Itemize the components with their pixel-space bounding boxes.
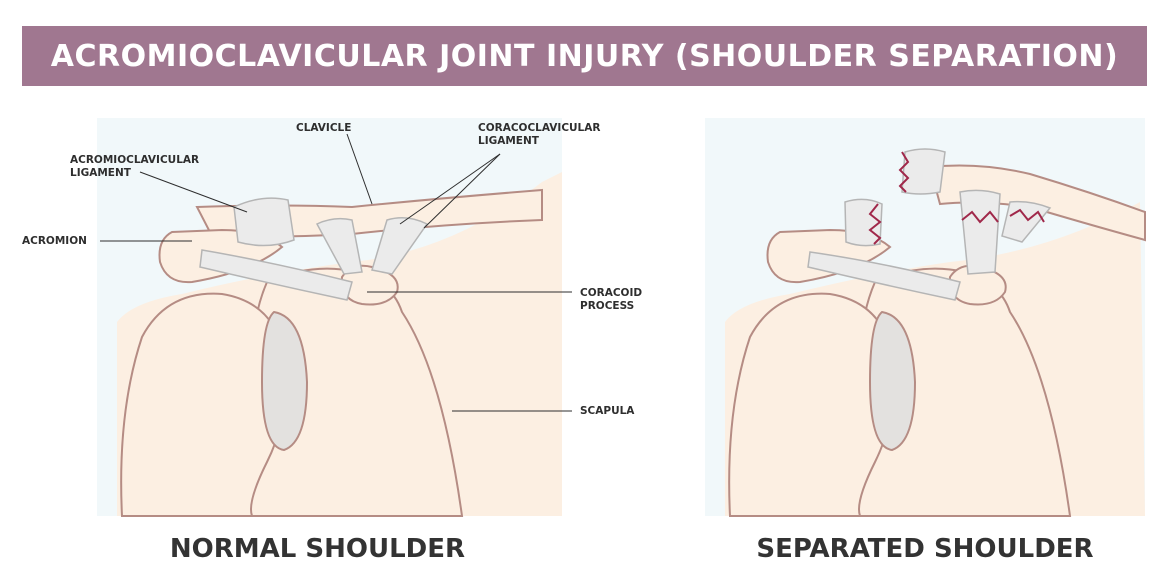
- glenoid-cartilage: [868, 310, 917, 452]
- label-scapula: SCAPULA: [580, 405, 635, 417]
- glenoid-cartilage: [260, 310, 309, 452]
- label-acromioclavicular-line2: LIGAMENT: [70, 167, 131, 179]
- label-clavicle: CLAVICLE: [296, 122, 352, 134]
- label-acromion: ACROMION: [22, 235, 87, 247]
- tear-mark-upper: [898, 151, 910, 193]
- humerus-bone: [728, 292, 895, 517]
- acromioclavicular-ligament: [233, 197, 295, 247]
- caption-separated-shoulder: SEPARATED SHOULDER: [756, 534, 1094, 564]
- separated-shoulder-panel: [650, 112, 1150, 518]
- label-coracoid-line1: CORACOID: [580, 287, 643, 299]
- normal-shoulder-panel: [22, 112, 582, 518]
- separated-shoulder-illustration: [705, 118, 1146, 517]
- humerus-bone: [120, 292, 287, 517]
- page-title: ACROMIOCLAVICULAR JOINT INJURY (SHOULDER…: [50, 38, 1119, 74]
- tear-mark-cc-b: [1009, 208, 1045, 223]
- tear-mark-ac: [868, 203, 882, 245]
- leader-clavicle: [346, 133, 373, 205]
- clavicle-bone: [928, 164, 1146, 242]
- label-coracoid-line2: PROCESS: [580, 300, 635, 312]
- coracoacromial-ligament: [199, 249, 353, 301]
- leader-cc-ligament-a: [399, 153, 501, 225]
- coracoacromial-ligament: [807, 251, 961, 301]
- normal-shoulder-illustration: [97, 118, 572, 517]
- tear-mark-cc-a: [961, 210, 999, 224]
- label-acromioclavicular-line1: ACROMIOCLAVICULAR: [70, 154, 200, 166]
- title-banner: ACROMIOCLAVICULAR JOINT INJURY (SHOULDER…: [22, 26, 1147, 86]
- caption-normal-shoulder: NORMAL SHOULDER: [169, 534, 466, 564]
- torn-ligament-upper: [901, 148, 946, 195]
- label-coracoclavicular-line2: LIGAMENT: [478, 135, 539, 147]
- leader-cc-ligament-b: [423, 153, 501, 229]
- leader-ac-ligament: [139, 171, 248, 213]
- conoid-ligament: [315, 217, 363, 275]
- label-coracoclavicular-line1: CORACOCLAVICULAR: [478, 122, 601, 134]
- trapezoid-ligament: [371, 217, 429, 275]
